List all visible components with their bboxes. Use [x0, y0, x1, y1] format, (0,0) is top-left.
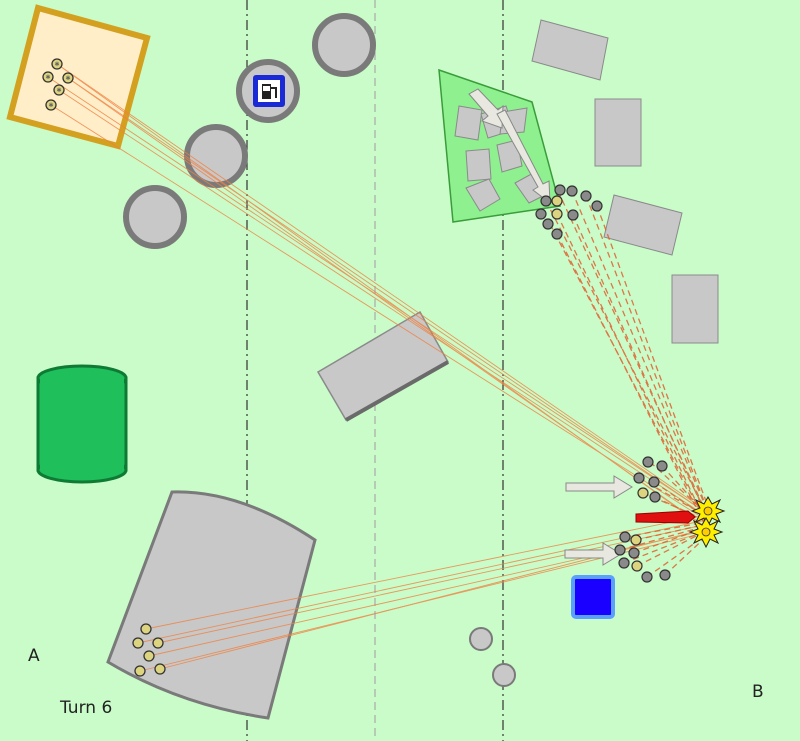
- svg-text:✱: ✱: [65, 75, 70, 82]
- squad-b3[interactable]: [614, 531, 671, 583]
- squad-a2[interactable]: [132, 623, 166, 677]
- fire-lines-squad-a1: [47, 63, 709, 531]
- building-r2[interactable]: [594, 98, 642, 167]
- side-b-label: B: [752, 682, 764, 702]
- objective-building[interactable]: [6, 4, 151, 150]
- move-arrow-4: [496, 109, 551, 205]
- explosion-icon-2: [688, 516, 724, 549]
- svg-text:✱: ✱: [48, 102, 53, 109]
- squad-a1[interactable]: ✱ ✱ ✱ ✱ ✱: [42, 58, 74, 111]
- side-a-label: A: [28, 646, 40, 666]
- round-tower-1[interactable]: [312, 13, 376, 77]
- rubble-marker-2[interactable]: [492, 663, 516, 687]
- fire-lines-squad-a2: [137, 514, 710, 672]
- squad-b2[interactable]: [633, 456, 668, 503]
- squad-b1[interactable]: [535, 184, 603, 240]
- svg-text:✱: ✱: [45, 74, 50, 81]
- turn-label: Turn 6: [59, 698, 112, 718]
- move-arrow-1: [565, 475, 633, 499]
- move-arrow-2: [564, 542, 622, 566]
- round-tower-3[interactable]: [123, 185, 187, 249]
- svg-text:✱: ✱: [54, 61, 59, 68]
- green-storage-tank[interactable]: [36, 364, 128, 484]
- woods-ruins: [454, 105, 550, 212]
- movement-arrows: [468, 88, 633, 566]
- round-tower-2[interactable]: [184, 124, 248, 188]
- fuel-pump-icon[interactable]: [253, 75, 285, 107]
- building-r1[interactable]: [531, 19, 609, 81]
- svg-text:✱: ✱: [56, 87, 61, 94]
- blue-objective-marker[interactable]: [571, 575, 615, 619]
- building-r3[interactable]: [603, 194, 683, 256]
- building-r4[interactable]: [671, 274, 719, 344]
- center-building[interactable]: [316, 310, 450, 422]
- fire-lines-squad-b1: [545, 190, 711, 528]
- rubble-marker-1[interactable]: [469, 627, 493, 651]
- red-vehicle[interactable]: [635, 510, 696, 524]
- large-hangar[interactable]: [106, 490, 317, 720]
